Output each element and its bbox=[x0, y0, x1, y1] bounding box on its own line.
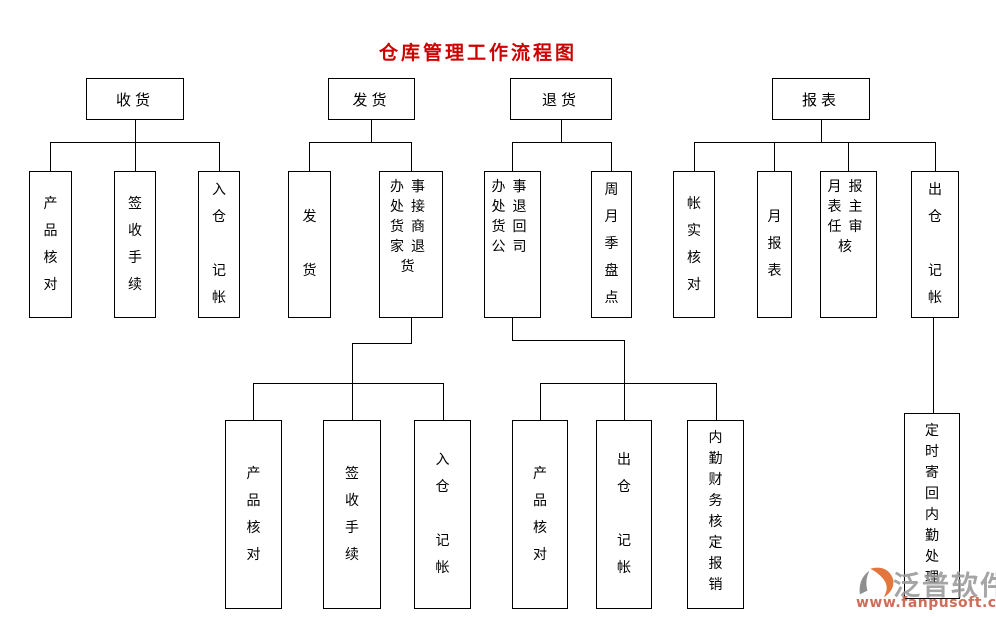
node-scheduled-send-back-internal: 定 时 寄 回 内 勤 处 理 bbox=[904, 413, 960, 599]
connector-line bbox=[352, 383, 353, 420]
node-warehouse-in-bookkeeping: 入 仓 记 帐 bbox=[198, 171, 240, 318]
node-monthly-report-director-review: 月报 表主 任审 核 bbox=[820, 171, 877, 318]
connector-line bbox=[848, 142, 849, 171]
node-dispatch-goods: 发 货 bbox=[288, 171, 331, 318]
connector-line bbox=[512, 142, 513, 172]
connector-line bbox=[309, 142, 310, 172]
node-dispatch: 发货 bbox=[328, 78, 415, 120]
connector-line bbox=[253, 383, 444, 384]
node-reports: 报表 bbox=[772, 78, 870, 120]
node-warehouse-out-bookkeeping: 出 仓 记 帐 bbox=[911, 171, 959, 318]
connector-line bbox=[50, 142, 51, 171]
node-product-check-2: 产 品 核 对 bbox=[225, 420, 282, 609]
connector-line bbox=[253, 383, 254, 420]
connector-line bbox=[309, 142, 412, 143]
connector-line bbox=[716, 383, 717, 420]
connector-line bbox=[411, 142, 412, 172]
node-warehouse-in-bookkeeping-2: 入 仓 记 帐 bbox=[414, 420, 471, 609]
node-signoff-procedure: 签 收 手 续 bbox=[114, 171, 156, 318]
node-account-physical-check: 帐 实 核 对 bbox=[673, 171, 715, 318]
fanpu-logo-icon bbox=[859, 567, 894, 598]
connector-line bbox=[774, 142, 775, 171]
connector-line bbox=[540, 383, 717, 384]
connector-line bbox=[694, 142, 936, 143]
connector-line bbox=[821, 120, 822, 142]
connector-line bbox=[512, 340, 625, 341]
node-periodic-stocktake: 周 月 季 盘 点 bbox=[591, 171, 632, 318]
connector-line bbox=[935, 142, 936, 171]
node-returns: 退货 bbox=[510, 78, 612, 120]
page-title: 仓库管理工作流程图 bbox=[378, 42, 577, 64]
node-office-pickup-merchant-returns: 办事 处接 货商 家退 货 bbox=[379, 171, 443, 318]
node-receiving: 收货 bbox=[86, 78, 184, 120]
connector-line bbox=[135, 120, 136, 142]
connector-line bbox=[611, 142, 612, 172]
node-internal-finance-reimbursement: 内 勤 财 务 核 定 报 销 bbox=[687, 420, 744, 609]
connector-line bbox=[219, 142, 220, 171]
node-product-check-3: 产 品 核 对 bbox=[512, 420, 568, 609]
connector-line bbox=[352, 343, 353, 383]
connector-line bbox=[411, 318, 412, 343]
connector-line bbox=[512, 142, 612, 143]
connector-line bbox=[561, 120, 562, 142]
node-product-check: 产 品 核 对 bbox=[29, 171, 72, 318]
connector-line bbox=[624, 340, 625, 383]
connector-line bbox=[443, 383, 444, 420]
connector-line bbox=[624, 383, 625, 420]
connector-line bbox=[352, 343, 412, 344]
node-warehouse-out-bookkeeping-2: 出 仓 记 帐 bbox=[596, 420, 652, 609]
connector-line bbox=[135, 142, 136, 171]
connector-line bbox=[371, 120, 372, 142]
connector-line bbox=[933, 318, 934, 413]
connector-line bbox=[694, 142, 695, 171]
node-signoff-procedure-2: 签 收 手 续 bbox=[323, 420, 381, 609]
connector-line bbox=[512, 318, 513, 340]
node-monthly-report: 月 报 表 bbox=[757, 171, 792, 318]
node-office-return-to-company: 办事 处退 货回 公司 bbox=[484, 171, 541, 318]
connector-line bbox=[540, 383, 541, 420]
